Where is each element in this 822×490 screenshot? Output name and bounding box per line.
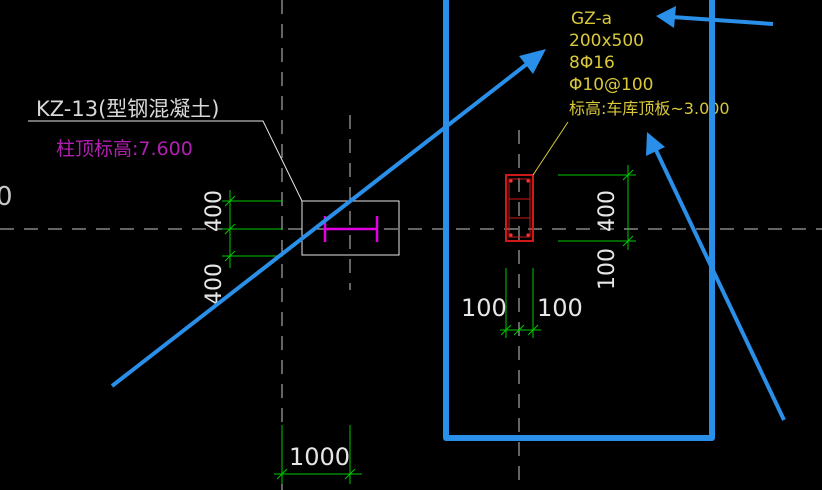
arrow-to-gz-elevation [653, 147, 786, 421]
gz-a-section: 200x500 [569, 31, 644, 51]
gz-a-stirrups: Φ10@100 [569, 75, 653, 95]
gz-a-name: GZ-a [571, 9, 612, 29]
bottom-dimension-group [274, 425, 362, 484]
callout-arrows [110, 6, 786, 421]
gz-lower-dimension: 100 [595, 248, 620, 290]
gz-a-elevation: 标高:车库顶板~3.000 [569, 99, 730, 118]
arrow-kz-to-gz [110, 58, 534, 388]
gz-left-dimension: 100 [461, 294, 507, 322]
kz13-elevation-label: 柱顶标高:7.600 [56, 138, 193, 160]
left-dimension-group [222, 190, 283, 268]
steel-section-icon [323, 216, 379, 242]
highlight-rectangle [443, 0, 715, 441]
gz-right-dimension: 100 [537, 294, 583, 322]
gz-right-dimension-group [558, 165, 636, 250]
left-upper-dimension: 400 [202, 190, 227, 232]
arrow-to-gz-elevation-head [646, 132, 665, 156]
bottom-width-dimension: 1000 [289, 443, 350, 471]
gz-a-column-section[interactable] [505, 174, 534, 242]
kz13-name-label: KZ-13(型钢混凝土) [36, 97, 219, 121]
gz-bottom-dimension-group [500, 268, 541, 338]
arrow-kz-to-gz-head [519, 49, 546, 74]
axis-edge-text: 0 [0, 182, 13, 212]
gz-a-leader-line [532, 121, 569, 176]
arrow-to-gz-name [671, 15, 774, 26]
gz-upper-dimension: 400 [595, 190, 620, 232]
arrow-to-gz-name-head [656, 6, 676, 28]
gz-a-annotation: GZ-a 200x500 8Φ16 Φ10@100 标高:车库顶板~3.000 [569, 9, 730, 118]
kz13-leader-line [28, 120, 303, 202]
gz-a-main-bars: 8Φ16 [569, 53, 615, 73]
